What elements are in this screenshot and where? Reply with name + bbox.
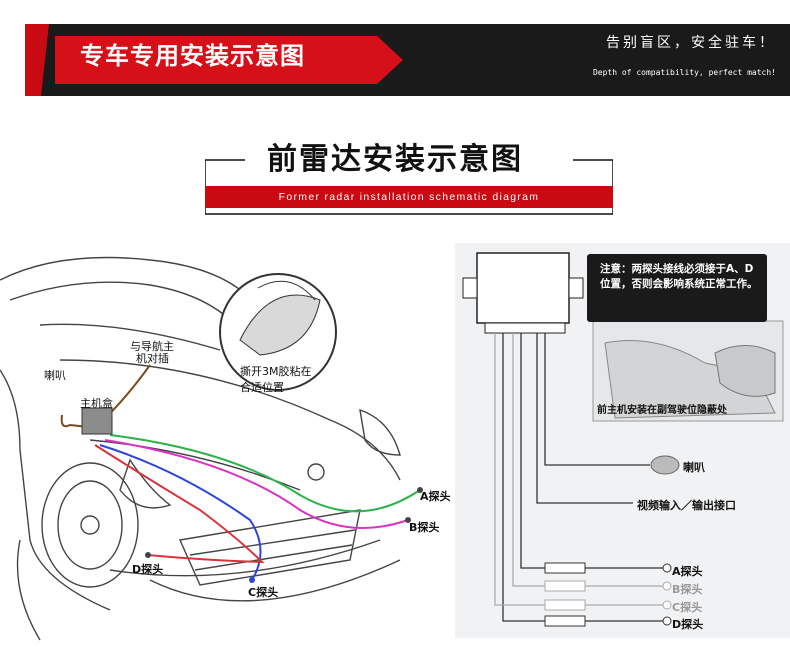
label-probe-a: A探头 xyxy=(420,490,451,503)
label-probe-c: C探头 xyxy=(248,586,279,599)
label-probe-d: D探头 xyxy=(132,563,164,576)
banner-title: 专车专用安装示意图 xyxy=(80,42,305,70)
label-navi-1: 与导航主 xyxy=(130,340,174,353)
section-frame xyxy=(205,159,613,215)
banner-red-ribbon xyxy=(25,24,403,96)
interior-caption: 前主机安装在副驾驶位隐蔽处 xyxy=(597,405,727,416)
banner-slogan: 告别盲区，安全驻车！ xyxy=(606,35,776,51)
label-horn: 喇叭 xyxy=(44,369,66,382)
label-main-box: 主机盒 xyxy=(80,397,113,410)
wiring-probe-d: D探头 xyxy=(672,618,704,631)
wiring-probe-b: B探头 xyxy=(672,583,703,596)
note-text: 注意：两探头接线必须接于A、D位置，否则会影响系统正常工作。 xyxy=(600,263,758,290)
note-box xyxy=(587,254,767,322)
banner-slogan-english: Depth of compatibility, perfect match! xyxy=(592,68,776,77)
label-navi-2: 机对插 xyxy=(136,352,169,365)
label-tape-1: 撕开3M胶粘在 xyxy=(240,365,312,378)
wiring-probe-c: C探头 xyxy=(672,601,703,614)
label-tape-2: 合适位置 xyxy=(240,381,284,394)
wiring-probe-a: A探头 xyxy=(672,565,703,578)
section-title: 前雷达安装示意图 xyxy=(267,142,523,177)
label-probe-b: B探头 xyxy=(409,521,440,534)
section-subtitle: Former radar installation schematic diag… xyxy=(205,186,613,208)
car-illustration xyxy=(0,256,423,641)
wiring-video: 视频输入／输出接口 xyxy=(637,499,736,512)
wiring-horn: 喇叭 xyxy=(683,461,705,474)
